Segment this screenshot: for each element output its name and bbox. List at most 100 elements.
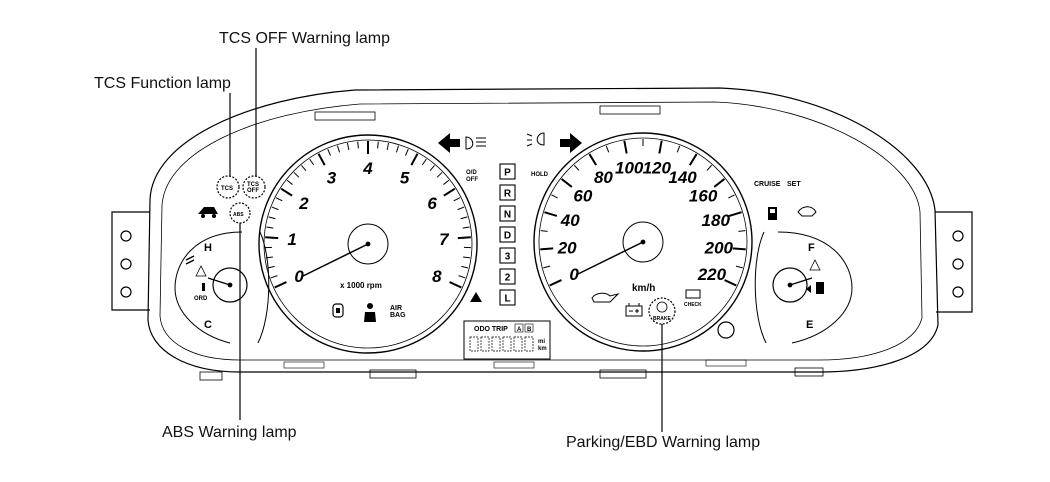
speedo-tick <box>690 154 697 165</box>
speedo-tick <box>589 154 596 165</box>
tacho-tick <box>463 227 470 228</box>
odo-btn-b: B <box>527 327 532 333</box>
speedo-tick <box>677 146 679 153</box>
fuel-gauge: F E <box>755 232 852 343</box>
speedo-tick <box>562 179 572 187</box>
headlight-icon <box>466 137 486 149</box>
tacho-label: 5 <box>400 168 410 187</box>
tacho-tick <box>458 207 465 210</box>
tacho-label: 6 <box>427 194 437 213</box>
tacho-tick <box>268 266 275 268</box>
tcs-function-lamp: TCS <box>217 176 239 198</box>
vent-3 <box>706 360 746 366</box>
tacho-tick <box>463 257 470 258</box>
hi-beam-small-icon <box>186 256 194 264</box>
speedo-tick <box>541 231 548 232</box>
tacho-tick <box>272 207 279 210</box>
tacho-tick <box>266 227 273 228</box>
cluster-outer-housing <box>148 88 938 372</box>
speedo-tick <box>736 266 743 268</box>
speedo-tick <box>624 141 626 154</box>
tacho-label: 2 <box>298 194 309 213</box>
parking-ebd-warning-lamp: BRAKE <box>649 298 675 324</box>
tcs-off-text-2: OFF <box>247 188 259 194</box>
tacho-label: 8 <box>432 267 442 286</box>
gear-label: L <box>504 294 510 305</box>
coolant-temp-icon <box>196 266 206 291</box>
seatbelt-icon <box>364 303 376 322</box>
immobilizer-icon <box>333 304 343 317</box>
odo-digit <box>492 337 500 351</box>
gear-label: 2 <box>505 273 511 284</box>
odo-digit <box>481 337 489 351</box>
speedo-tick <box>550 280 562 285</box>
door-open-icon <box>798 207 816 216</box>
speedo-label: 20 <box>557 238 577 257</box>
tacho-tick <box>454 198 460 201</box>
clip-bottom-1 <box>200 372 222 380</box>
tacho-tick <box>459 276 466 278</box>
gear-label: 3 <box>505 252 511 263</box>
set-indicator: SET <box>787 181 801 188</box>
vent-2 <box>494 362 534 368</box>
speedo-tick <box>551 195 557 198</box>
tacho-tick <box>437 172 442 177</box>
speedo-tick <box>574 165 579 170</box>
tacho-label: 1 <box>287 230 296 249</box>
airbag-line2: BAG <box>390 312 406 319</box>
vent-1 <box>284 362 324 368</box>
speedo-tick <box>729 212 741 216</box>
tacho-tick <box>387 143 388 150</box>
od-off-line2: OFF <box>466 177 478 183</box>
battery-icon <box>626 303 642 316</box>
tacho-tick <box>450 282 462 287</box>
tacho-tick <box>287 180 292 184</box>
odo-digit <box>503 337 511 351</box>
speedo-tick <box>659 141 661 154</box>
fuel-empty-label: E <box>806 319 813 331</box>
gear-label: N <box>504 210 511 221</box>
speedo-tick <box>728 195 734 198</box>
speedo-label: 60 <box>573 186 592 205</box>
abs-lamp-text: ABS <box>233 212 244 218</box>
tacho-tick <box>444 189 455 196</box>
shift-triangle-icon <box>470 292 482 302</box>
speedo-tick <box>543 266 550 268</box>
speedo-label: 220 <box>697 265 727 284</box>
tacho-tick <box>310 159 314 165</box>
odo-btn-a: A <box>517 327 522 333</box>
temp-cold-label: C <box>204 319 212 331</box>
fuel-pump-icon <box>806 260 824 294</box>
cruise-indicator: CRUISE <box>754 181 781 188</box>
airbag-line1: AIR <box>390 305 402 312</box>
tacho-label: 7 <box>439 230 450 249</box>
odo-digit <box>525 337 533 351</box>
check-engine-icon: CHECK <box>684 290 702 308</box>
trip-reset-knob <box>718 322 734 338</box>
speedo-label: 100 <box>615 158 644 177</box>
gear-label: P <box>504 168 511 179</box>
coolant-label: ORD <box>194 296 208 302</box>
turn-right-icon <box>560 133 582 153</box>
oil-pressure-icon <box>592 293 618 302</box>
temp-hot-label: H <box>204 242 212 254</box>
tacho-tick <box>275 282 287 287</box>
speedo-label: 180 <box>702 211 731 230</box>
tacho-tick <box>271 276 278 278</box>
tacho-tick <box>396 146 398 153</box>
speedo-label: 80 <box>594 168 613 187</box>
speedo-tick <box>707 165 712 170</box>
speedo-tick <box>738 231 745 232</box>
clip-top-left <box>315 112 375 120</box>
gear-label: D <box>504 231 511 242</box>
speedo-tick <box>606 146 608 153</box>
tacho-tick <box>461 266 468 268</box>
speedo-tick <box>540 248 553 249</box>
gear-label: R <box>504 189 512 200</box>
abs-warning-lamp: ABS <box>230 203 250 223</box>
tacho-tick <box>458 237 471 238</box>
callout-abs-warning: ABS Warning lamp <box>162 424 297 442</box>
door-ajar-icon <box>198 207 218 218</box>
